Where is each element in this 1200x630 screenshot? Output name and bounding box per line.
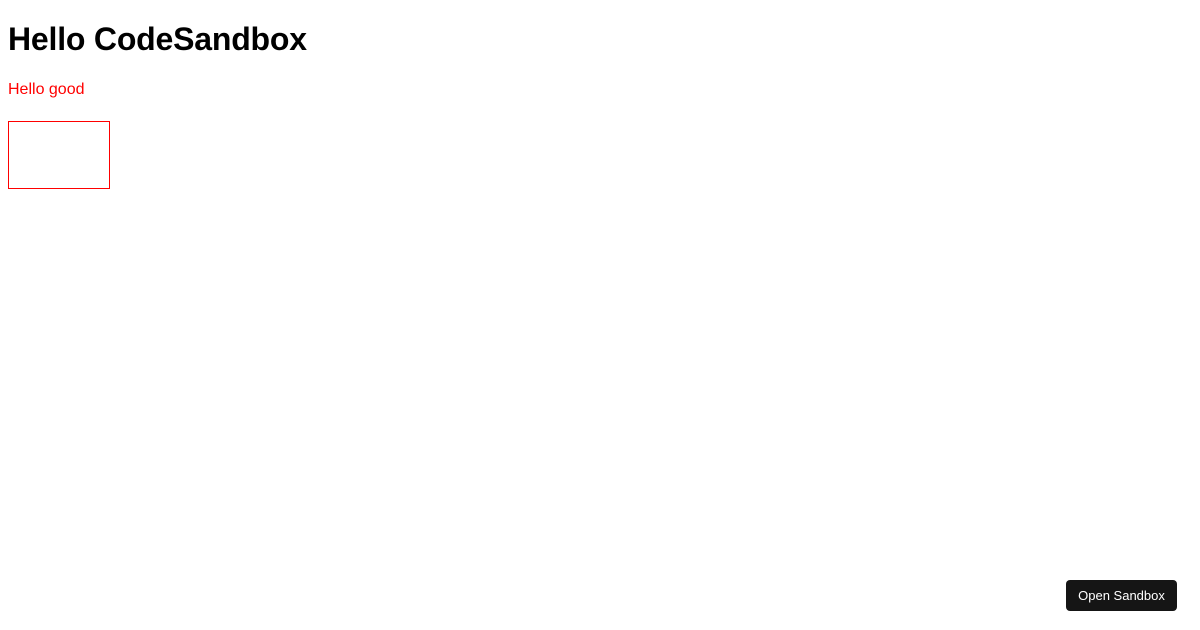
app-container: Hello CodeSandbox Hello good: [8, 21, 1192, 189]
greeting-text: Hello good: [8, 80, 85, 98]
red-outlined-box: [8, 120, 110, 189]
open-sandbox-button[interactable]: Open Sandbox: [1066, 580, 1177, 611]
page-title: Hello CodeSandbox: [8, 21, 307, 57]
